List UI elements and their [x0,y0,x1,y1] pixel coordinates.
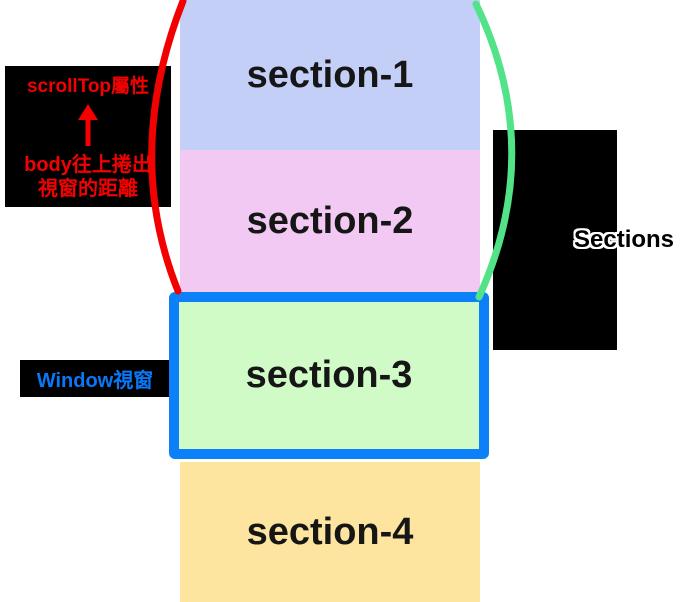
section-1-block: section-1 [180,0,480,150]
section-2-block: section-2 [180,150,480,293]
scrolltop-description-line2: 視窗的距離 [38,177,138,200]
up-arrow-icon [78,103,98,146]
sections-callout-label: Sections [574,226,675,253]
section-2-label: section-2 [246,200,414,242]
window-callout-label: Window視窗 [36,370,154,392]
window-callout-box: Window視窗 [20,360,170,397]
scrolltop-title: scrollTop屬性 [26,76,150,97]
section-3-label: section-3 [245,354,413,396]
window-viewport-box: section-3 [169,292,489,459]
section-4-block: section-4 [180,462,480,602]
section-4-label: section-4 [246,510,414,553]
section-1-label: section-1 [246,53,414,96]
scrolltop-callout-box: scrollTop屬性 body往上捲出 視窗的距離 [5,66,171,207]
scrolltop-description-line1: body往上捲出 [24,153,152,176]
scrolltop-description: body往上捲出 視窗的距離 [24,153,152,201]
